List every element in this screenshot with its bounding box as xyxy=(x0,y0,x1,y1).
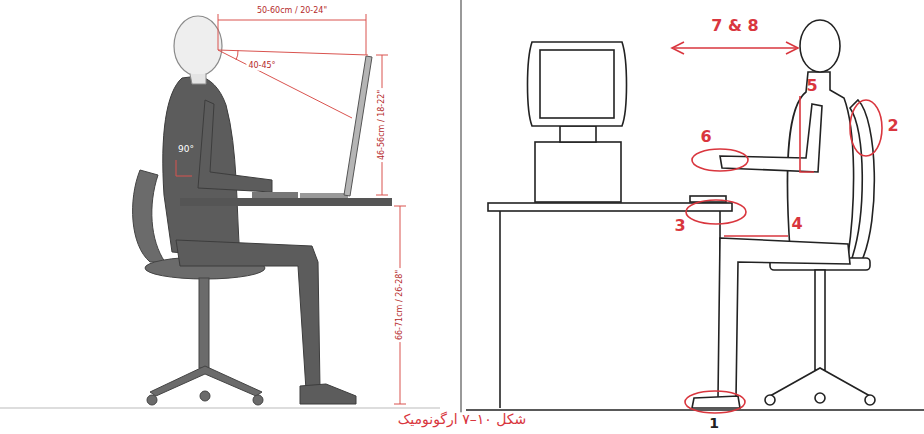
desk-monitor xyxy=(488,42,732,408)
figure-caption: شکل ۱۰–۷ ارگونومیک xyxy=(396,412,528,427)
seated-figure-outline xyxy=(692,20,854,408)
dimension-label: 66-71cm / 26-28" xyxy=(396,268,405,342)
panel-divider xyxy=(460,0,462,414)
callout-number: 7 & 8 xyxy=(709,17,760,35)
callout-number: 3 xyxy=(672,217,687,235)
dimension-lines xyxy=(176,14,406,404)
head-outline xyxy=(174,16,222,84)
floor-line xyxy=(0,408,440,409)
callout-number: 6 xyxy=(698,128,713,146)
seated-figure-silhouette xyxy=(163,76,356,404)
callout-number: 2 xyxy=(885,117,900,135)
callout-number: 5 xyxy=(804,77,819,95)
angle-label: 40-45° xyxy=(246,62,277,71)
desk-laptop xyxy=(180,56,392,206)
callout-marks xyxy=(672,42,882,413)
dimension-label: 46-56cm / 18-22" xyxy=(378,88,387,162)
callout-number: 1 xyxy=(707,416,721,431)
callout-number: 4 xyxy=(789,215,804,233)
angle-label: 90° xyxy=(176,145,196,155)
dimension-label: 50-60cm / 20-24" xyxy=(255,7,329,16)
